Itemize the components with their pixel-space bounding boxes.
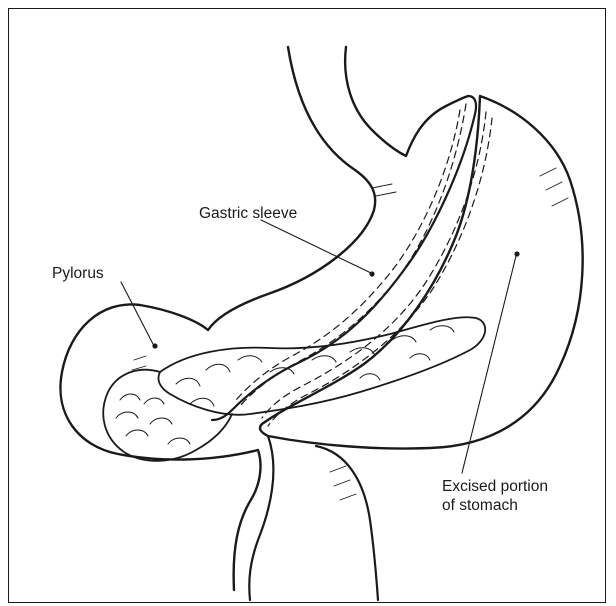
leader-gastric-sleeve-dot (369, 271, 374, 276)
label-excised-line1: Excised portion (442, 478, 548, 497)
label-gastric-sleeve: Gastric sleeve (199, 205, 297, 224)
leader-pylorus-dot (152, 343, 157, 348)
label-excised-line2: of stomach (442, 497, 548, 516)
pancreas-body (158, 317, 485, 415)
duodenum-loop (103, 370, 232, 461)
excised-portion-outline (260, 96, 583, 449)
leader-excised (462, 256, 516, 473)
esophagus-left-wall (60, 47, 375, 590)
leader-gastric-sleeve (261, 220, 371, 273)
esophagus-right-wall (345, 47, 468, 156)
staple-row-3 (262, 112, 486, 418)
staple-row-2 (240, 104, 466, 406)
leader-excised-dot (514, 251, 519, 256)
duodenum-lower-right (316, 446, 378, 600)
staple-row-1 (236, 110, 460, 400)
sleeve-staple-line (212, 96, 476, 420)
label-pylorus: Pylorus (52, 265, 104, 284)
pancreas-texture (116, 326, 454, 444)
label-excised-portion: Excised portion of stomach (442, 478, 548, 515)
leader-pylorus (121, 282, 153, 344)
